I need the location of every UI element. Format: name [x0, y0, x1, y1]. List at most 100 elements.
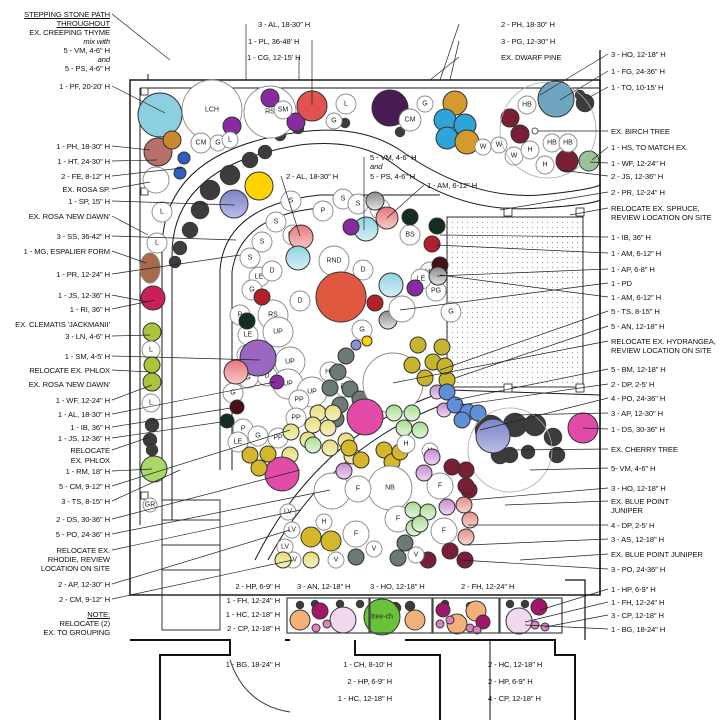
- plant-symbol: [352, 451, 370, 469]
- leader-line: [439, 274, 609, 298]
- plant-symbol: [329, 606, 357, 634]
- plant-symbol: [404, 501, 422, 519]
- thyme-blob: [404, 600, 416, 612]
- left-plant-label: 1 - JS, 12-36" H: [57, 434, 110, 443]
- left-plant-label: LOCATION ON SITE: [40, 564, 110, 573]
- thyme-blob: [394, 126, 406, 138]
- leader-line: [589, 161, 609, 164]
- plant-code: LCH: [205, 107, 219, 114]
- plant-symbol: [428, 217, 446, 235]
- plant-symbol: L: [151, 201, 173, 223]
- plant-symbol: [142, 322, 162, 342]
- plant-symbol: [455, 496, 473, 514]
- plant-symbol: [457, 528, 475, 546]
- plant-symbol: [500, 108, 520, 128]
- left-plant-label: 2 - FE, 8-12" H: [61, 172, 110, 181]
- plant-symbol: W: [474, 138, 492, 156]
- right-plant-label: 3 - AS, 12-18" H: [611, 535, 665, 544]
- left-plant-label: and: [97, 55, 110, 64]
- plant-symbol: [304, 416, 322, 434]
- leader-line: [111, 181, 151, 190]
- plant-code: F: [356, 486, 360, 493]
- plant-code: GR: [145, 502, 156, 509]
- left-plant-label: 1 - MG, ESPALIER FORM: [23, 247, 110, 256]
- plant-code: G: [448, 309, 453, 316]
- right-plant-label: RELOCATE EX. HYDRANGEA,: [611, 337, 716, 346]
- plant-symbol: [530, 598, 548, 616]
- plant-symbol: S: [251, 231, 273, 253]
- plant-code: H: [527, 147, 532, 154]
- plant-code: RS: [268, 312, 278, 319]
- plant-code: D: [360, 267, 365, 274]
- plant-symbol: [302, 551, 320, 569]
- plant-symbol: [140, 285, 166, 311]
- leader-line: [111, 489, 331, 535]
- left-plant-label: 1 - PR, 12-24" H: [56, 270, 110, 279]
- plant-code: BS: [405, 232, 415, 239]
- leader-line: [591, 146, 609, 161]
- plant-symbol: [378, 272, 404, 298]
- plant-code: UP: [307, 389, 317, 396]
- plant-symbol: RS: [243, 85, 297, 139]
- plant-code: D: [269, 268, 274, 275]
- plant-symbol: [269, 374, 285, 390]
- bottom-label: 1 - HC, 12-18" H: [225, 610, 280, 619]
- tree-pf: [137, 92, 183, 138]
- plant-code: PP: [294, 397, 304, 404]
- plant-symbol: LV: [283, 521, 301, 539]
- leader-line: [467, 538, 609, 546]
- bottom-label: 1 - BG, 18-24" H: [225, 660, 280, 669]
- stairs: [161, 499, 291, 713]
- plant-symbol: [321, 439, 339, 457]
- plant-code: G: [249, 287, 254, 294]
- plant-symbol: L: [141, 393, 161, 413]
- left-plant-label: 2 - AP, 12-30" H: [57, 580, 110, 589]
- leader-line: [469, 487, 609, 501]
- plant-symbol: UP: [262, 316, 294, 348]
- leader-line: [559, 169, 609, 177]
- left-plant-label: 5 - PO, 24-36" H: [55, 530, 110, 539]
- plant-symbol: [365, 191, 385, 211]
- plant-symbol: S: [280, 190, 302, 212]
- plant-symbol: [304, 436, 322, 454]
- thyme-blob: [168, 255, 182, 269]
- right-plant-label: REVIEW LOCATION ON SITE: [611, 346, 712, 355]
- left-plant-label: EX. ROSA SP.: [62, 185, 110, 194]
- thyme-blob: [523, 413, 547, 437]
- plant-code: HB: [522, 102, 532, 109]
- left-plant-label: EX. CREEPING THYME: [29, 28, 110, 37]
- leader-line: [435, 244, 609, 254]
- garden-boundary: [129, 50, 601, 596]
- plant-code: G: [331, 118, 336, 125]
- plant-symbol: [446, 396, 464, 414]
- plant-symbol: NB: [367, 465, 413, 511]
- leader-line: [459, 559, 609, 570]
- bottom-label: 4 - CP, 12-18" H: [488, 694, 541, 703]
- right-plant-label: EX. BIRCH TREE: [611, 127, 670, 136]
- leader-line: [111, 429, 291, 487]
- plant-symbol: [469, 404, 487, 422]
- left-plant-label: RELOCATE EX. PHLOX: [29, 366, 110, 375]
- plant-symbol: [282, 423, 300, 441]
- plant-symbol: [537, 80, 575, 118]
- right-plant-label: 2 - PR, 12-24" H: [611, 188, 665, 197]
- plant-symbol: [223, 359, 249, 385]
- leader-line: [111, 436, 151, 451]
- bottom-label: 2 - CP, 12-18" H: [227, 624, 280, 633]
- left-plant-label: 1 - WF, 12-24" H: [55, 396, 110, 405]
- right-plant-label: 3 - CP, 12-18" H: [611, 611, 664, 620]
- left-plant-label: 1 - RI, 36" H: [69, 305, 110, 314]
- plant-symbol: [274, 551, 292, 569]
- left-plant-label: EX. CLEMATIS 'JACKMANII': [15, 320, 110, 329]
- plant-code: G: [422, 101, 427, 108]
- plant-code: PP: [273, 435, 283, 442]
- plant-symbol: L: [335, 93, 357, 115]
- leader-line: [111, 509, 301, 551]
- leader-line: [479, 397, 609, 431]
- left-plant-label: mix with: [83, 37, 110, 46]
- plant-symbol: [438, 498, 456, 516]
- leader-line: [436, 268, 609, 277]
- left-plant-label: 1 - HT, 24-30" H: [57, 157, 110, 166]
- left-plant-label: 2 - CM, 9-12" H: [59, 595, 110, 604]
